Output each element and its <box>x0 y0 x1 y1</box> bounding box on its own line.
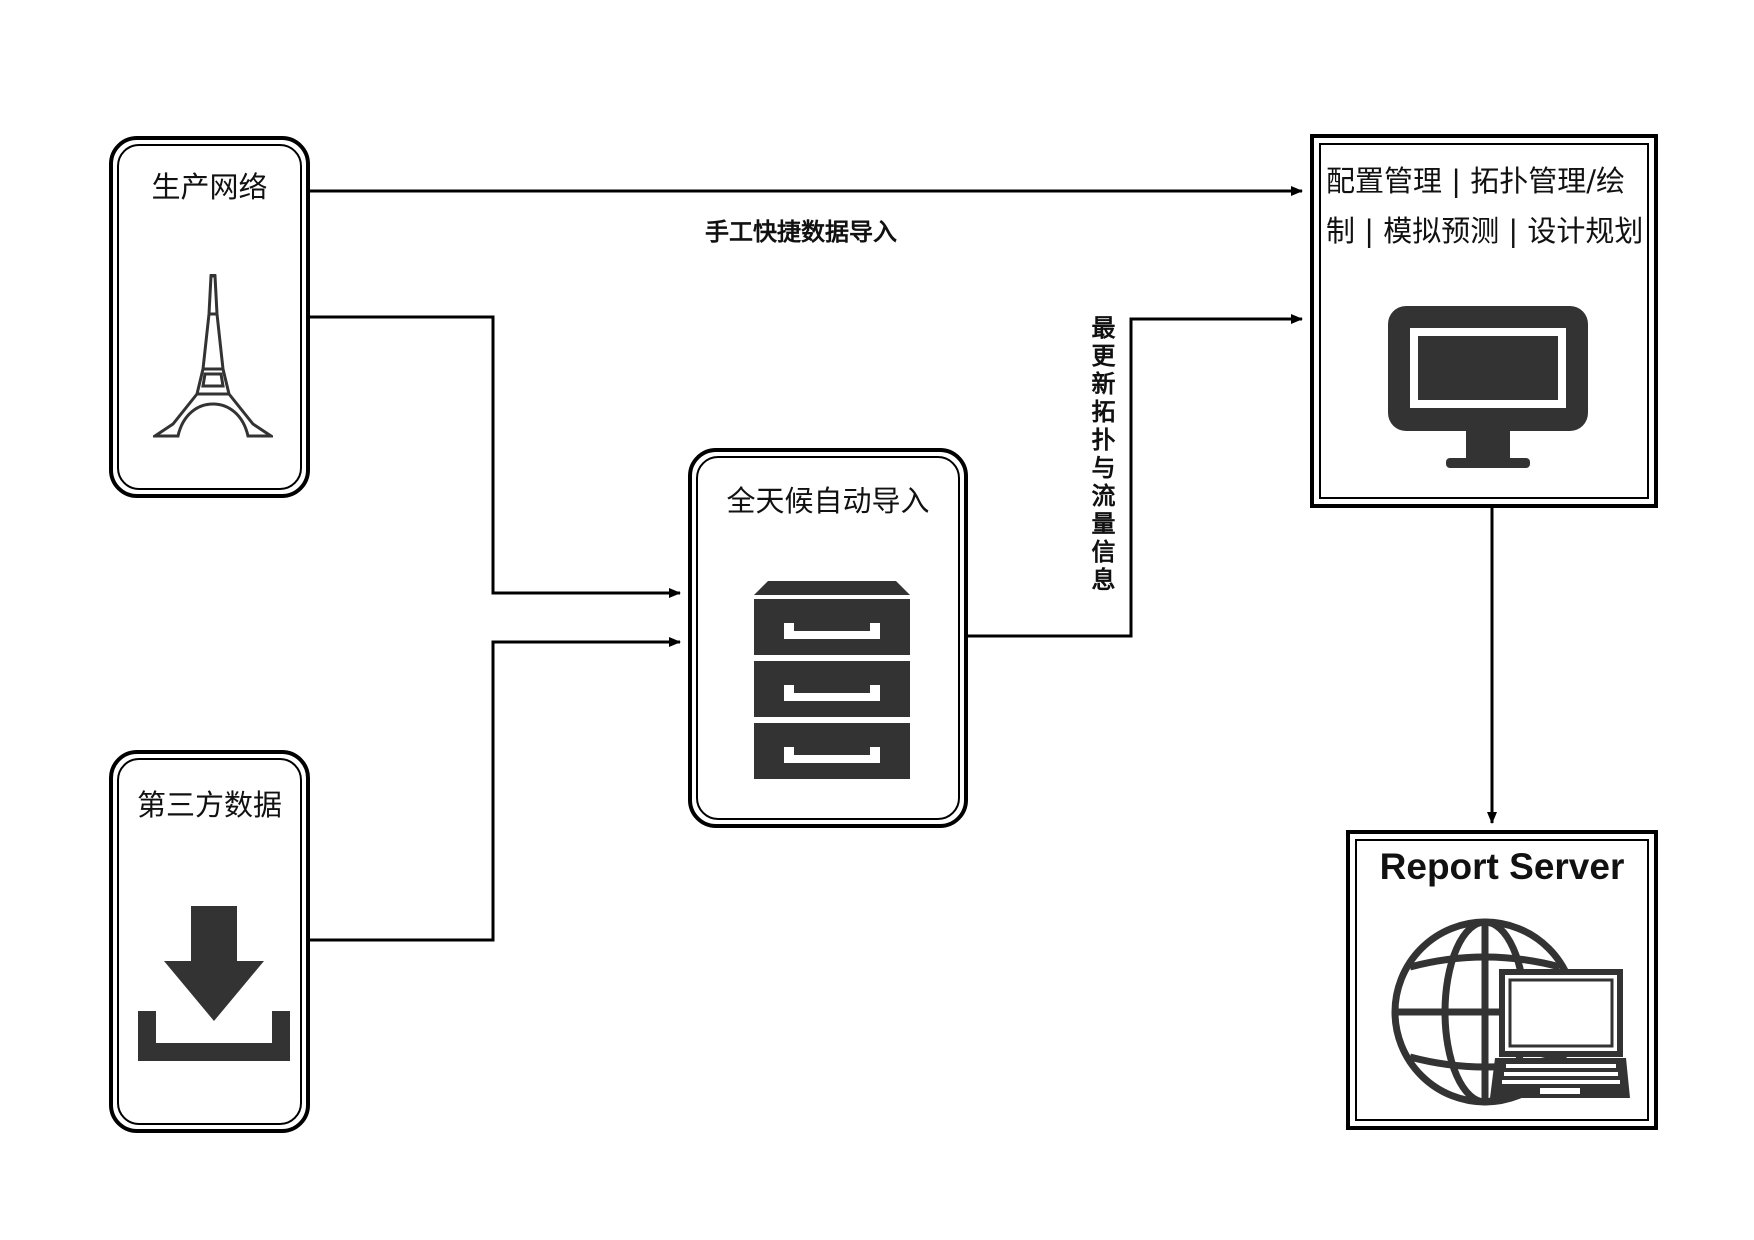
application-node[interactable]: 配置管理 | 拓扑管理/绘制 | 模拟预测 | 设计规划 <box>1310 134 1658 508</box>
globe-laptop-icon <box>1391 918 1630 1106</box>
topology-update-label: 最更新拓扑与流量信息 <box>1087 315 1115 595</box>
production-network-node[interactable]: 生产网络 <box>109 136 310 498</box>
third-party-data-node[interactable]: 第三方数据 <box>109 750 310 1133</box>
auto-import-node[interactable]: 全天候自动导入 <box>688 448 968 828</box>
edge-thirdparty-to-import <box>310 637 681 942</box>
manual-import-label: 手工快捷数据导入 <box>705 218 897 246</box>
file-cabinet-icon <box>754 581 910 779</box>
application-label: 配置管理 | 拓扑管理/绘制 | 模拟预测 | 设计规划 <box>1326 164 1644 248</box>
report-server-node[interactable]: Report Server <box>1346 830 1658 1130</box>
production-network-label: 生产网络 <box>151 170 268 204</box>
edge-import-to-app <box>968 314 1303 638</box>
third-party-data-label: 第三方数据 <box>136 788 282 822</box>
download-icon <box>138 906 290 1061</box>
auto-import-label: 全天候自动导入 <box>726 484 930 518</box>
edge-production-to-import <box>310 315 681 598</box>
report-server-title: Report Server <box>1379 846 1625 887</box>
monitor-icon <box>1388 306 1588 468</box>
tower-icon <box>153 274 273 438</box>
